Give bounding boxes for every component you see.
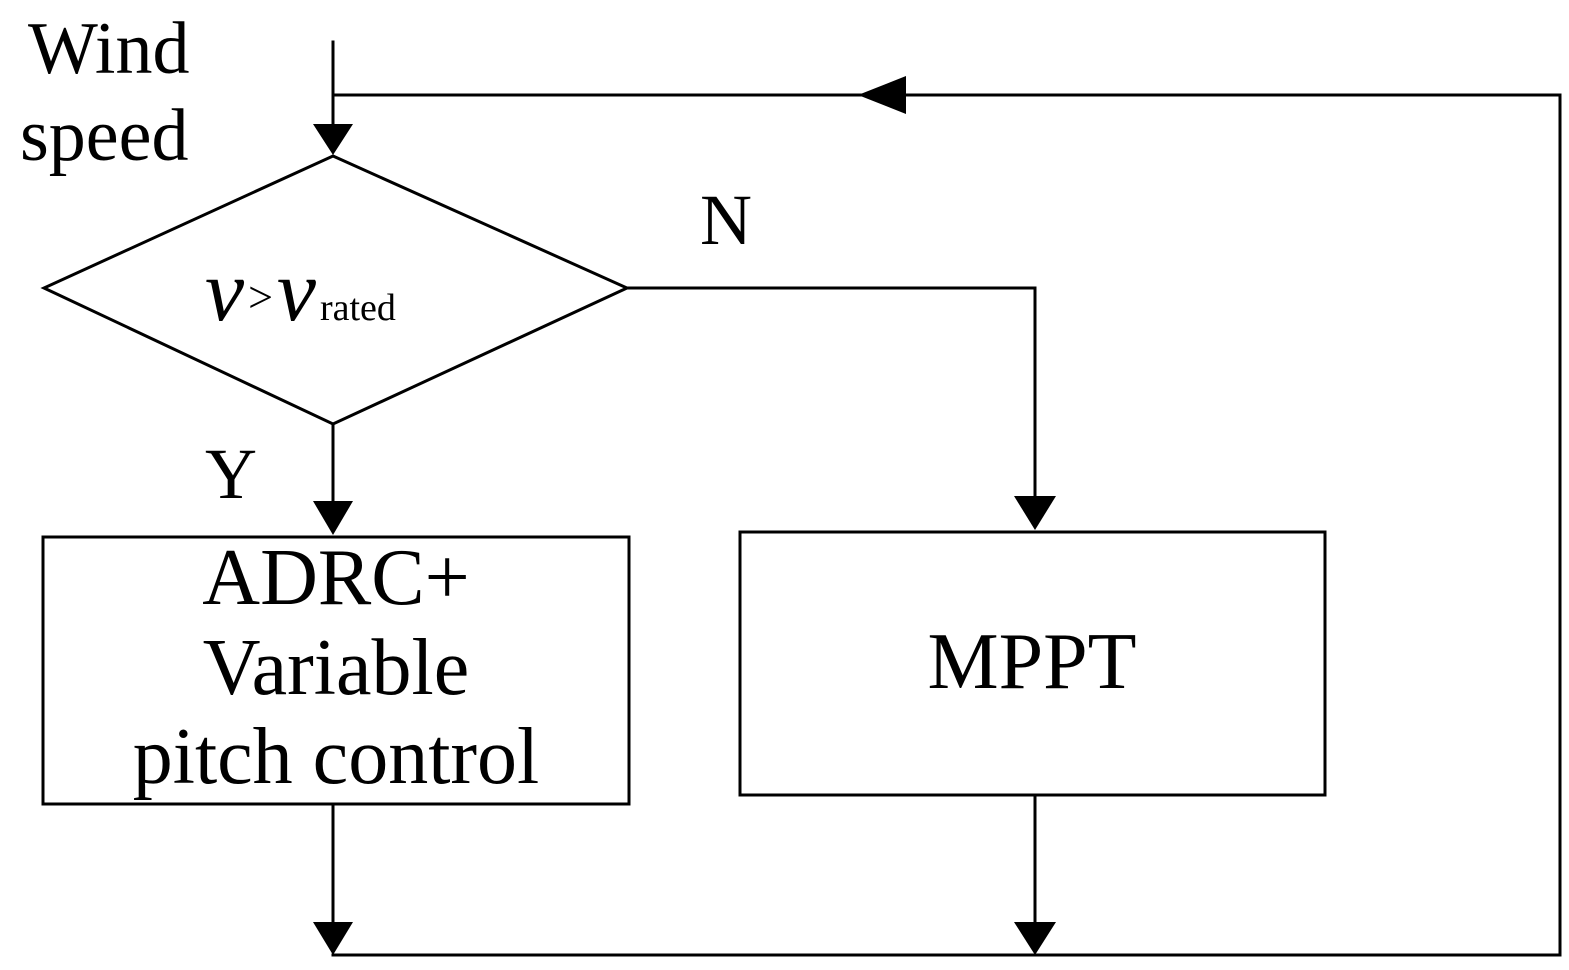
no-branch-arrowhead — [1014, 496, 1056, 530]
decision-condition: v > v rated — [205, 243, 396, 340]
decision-subscript-rated: rated — [320, 287, 396, 329]
no-branch-connector — [625, 286, 1037, 502]
input-arrowhead — [313, 124, 353, 155]
feedback-loop-line — [331, 93, 1562, 957]
no-branch-label: N — [700, 180, 752, 260]
mppt-box-label: MPPT — [928, 618, 1137, 706]
decision-operator: > — [248, 273, 273, 322]
yes-branch-arrowhead — [313, 501, 353, 535]
adrc-pitch-control-box — [41, 535, 631, 806]
yes-branch-label: Y — [205, 434, 257, 514]
wind-speed-label-line1: Wind — [28, 8, 189, 90]
adrc-box-line3: pitch control — [133, 713, 540, 801]
feedback-arrowhead — [858, 76, 906, 114]
wind-speed-label-line2: speed — [20, 95, 189, 177]
adrc-box-line2: Variable — [203, 624, 470, 712]
adrc-box-line1: ADRC+ — [202, 534, 469, 622]
decision-variable-v: v — [205, 243, 245, 340]
mppt-output-arrowhead — [1014, 922, 1056, 955]
adrc-output-arrowhead — [313, 922, 353, 955]
decision-variable-v-rated: v — [277, 243, 317, 340]
mppt-box — [738, 530, 1327, 797]
